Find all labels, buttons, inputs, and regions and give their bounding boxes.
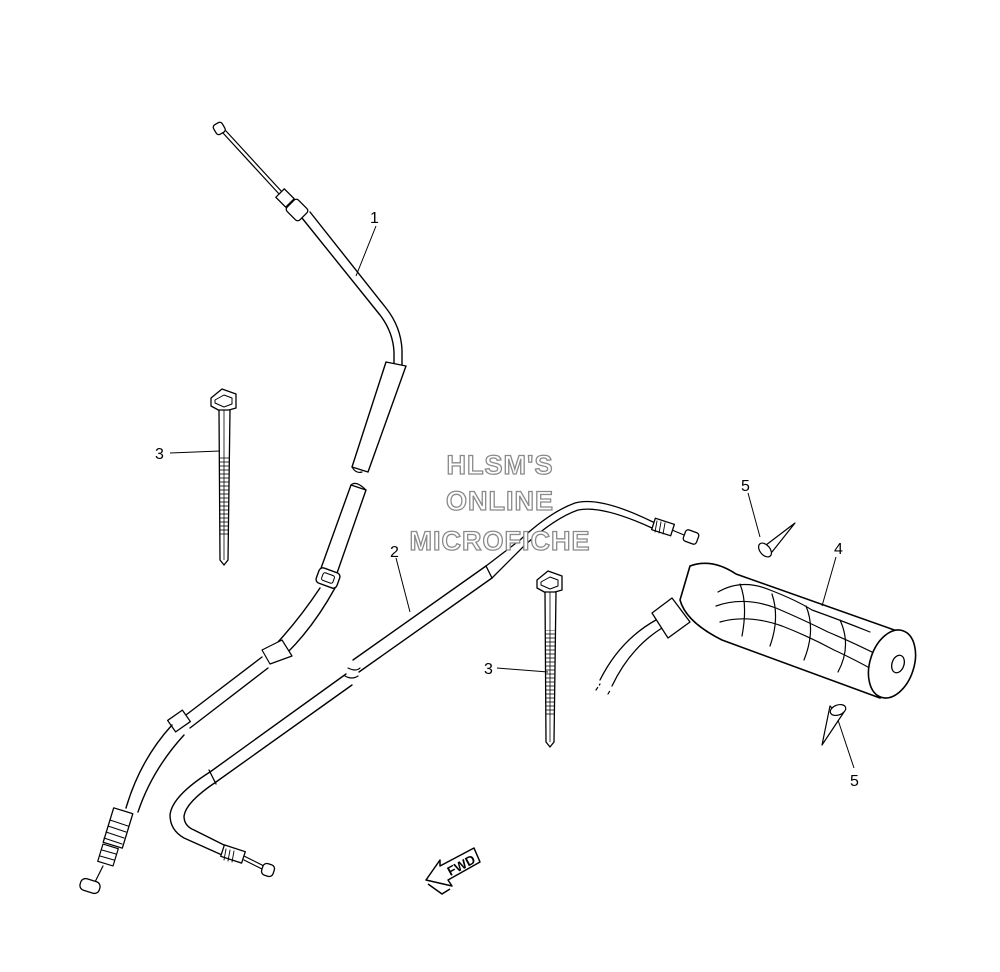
rivet-top xyxy=(757,522,796,558)
cable-1-protector-middle xyxy=(319,484,367,577)
cable-2-top-end xyxy=(650,517,700,545)
cable-2 xyxy=(169,500,700,878)
cable-1 xyxy=(79,121,407,895)
watermark-line-3: MICROFICHE xyxy=(410,526,591,556)
rivet-bottom xyxy=(821,703,847,746)
callout-5-top: 5 xyxy=(741,478,750,495)
callout-4: 4 xyxy=(834,541,843,558)
cable-1-sheath-upper xyxy=(301,217,395,366)
cable-tie-left xyxy=(210,388,237,566)
callout-1: 1 xyxy=(370,210,379,227)
callout-3-left: 3 xyxy=(155,446,164,463)
handlebar-grip xyxy=(595,562,917,699)
leader-lines xyxy=(169,225,855,769)
cable-1-protector-upper xyxy=(351,361,407,473)
cable-1-adjuster xyxy=(79,807,134,895)
callout-3-right: 3 xyxy=(484,661,493,678)
cable-2-lower-end xyxy=(220,844,276,878)
watermark-line-1: HLSM'S xyxy=(447,450,554,480)
callout-5-bottom: 5 xyxy=(850,773,859,790)
fwd-direction-arrow: FWD xyxy=(425,847,481,895)
callout-2: 2 xyxy=(390,544,399,561)
cable-tie-right xyxy=(536,570,563,748)
fwd-label: FWD xyxy=(445,852,478,879)
watermark-line-2: ONLINE xyxy=(446,486,554,516)
watermark: HLSM'S ONLINE MICROFICHE xyxy=(409,449,591,556)
cable-1-top-end xyxy=(212,121,309,222)
